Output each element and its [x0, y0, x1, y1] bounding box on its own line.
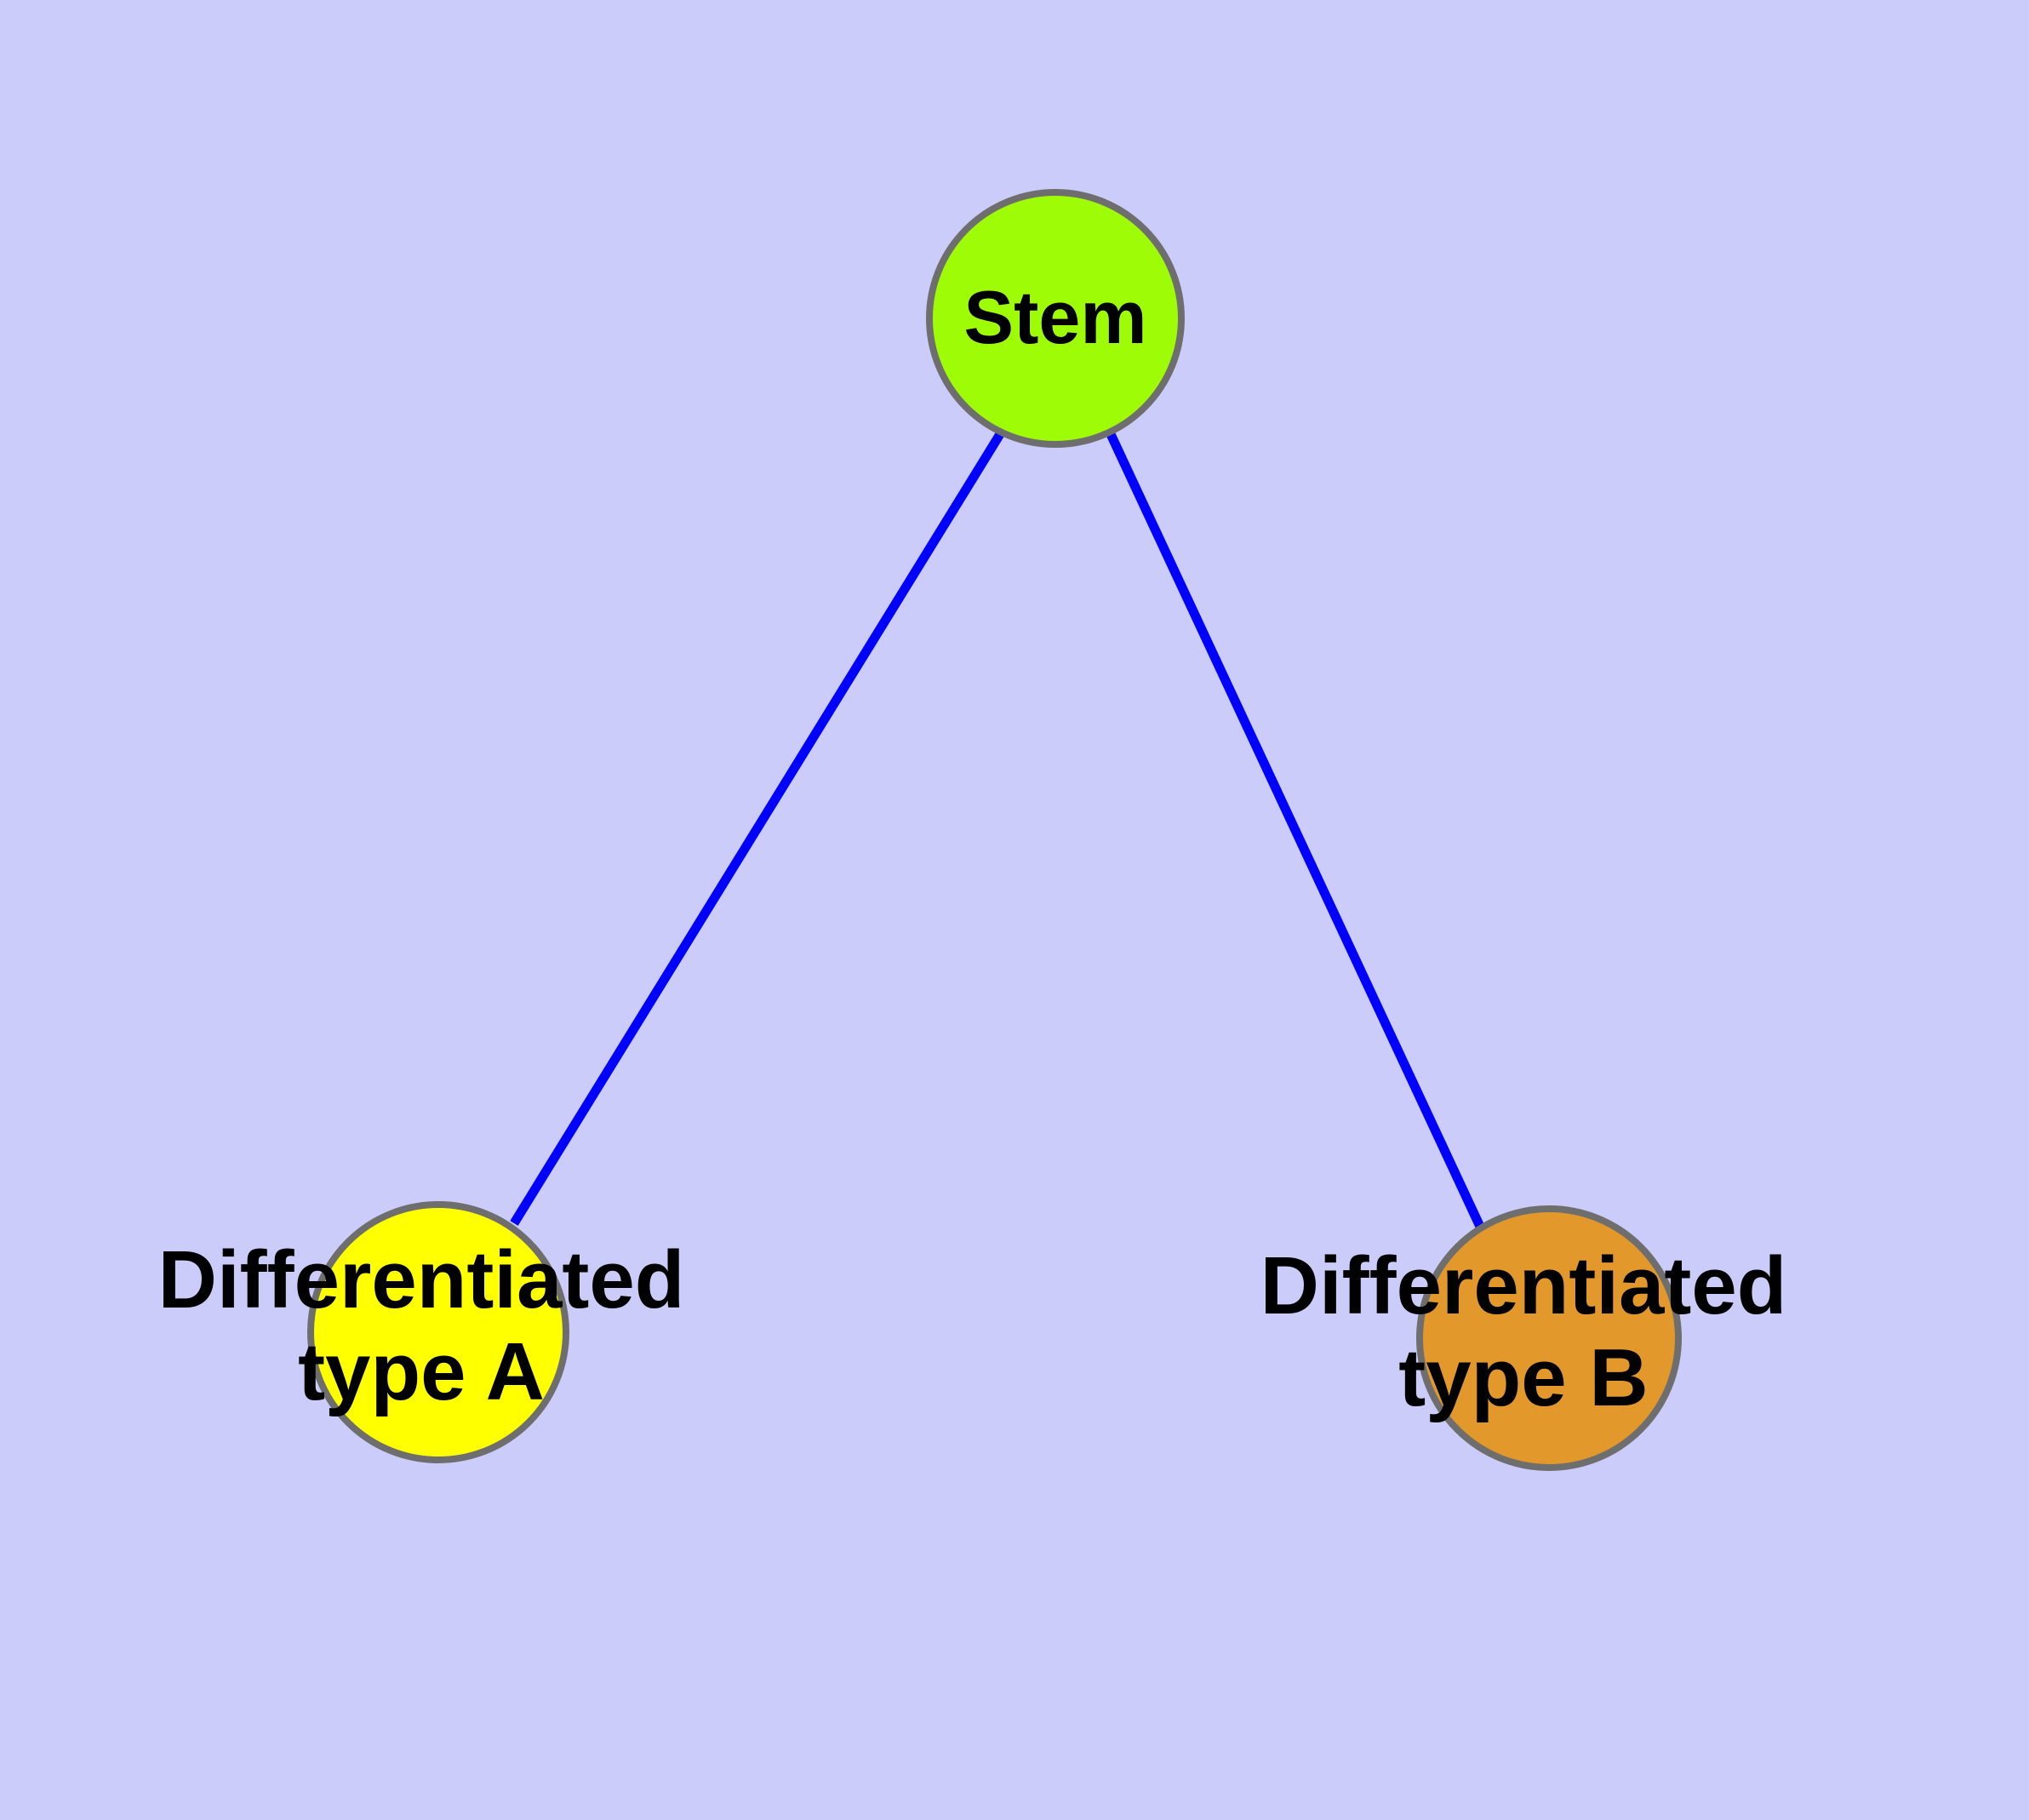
node-differentiated-type-a[interactable]: [307, 1201, 569, 1463]
node-differentiated-type-b-circle[interactable]: [1416, 1205, 1682, 1471]
edge-stem-to-differentiated-type-a[interactable]: [510, 432, 1004, 1226]
edge-layer: [510, 432, 1485, 1231]
edge-stem-to-differentiated-type-b[interactable]: [1106, 432, 1485, 1231]
node-differentiated-type-a-circle[interactable]: [307, 1201, 569, 1463]
node-differentiated-type-b[interactable]: [1416, 1205, 1682, 1471]
node-stem[interactable]: [926, 189, 1185, 448]
node-layer: [307, 189, 1682, 1471]
node-stem-label: Stem: [963, 275, 1146, 359]
node-stem-circle[interactable]: [926, 189, 1185, 448]
